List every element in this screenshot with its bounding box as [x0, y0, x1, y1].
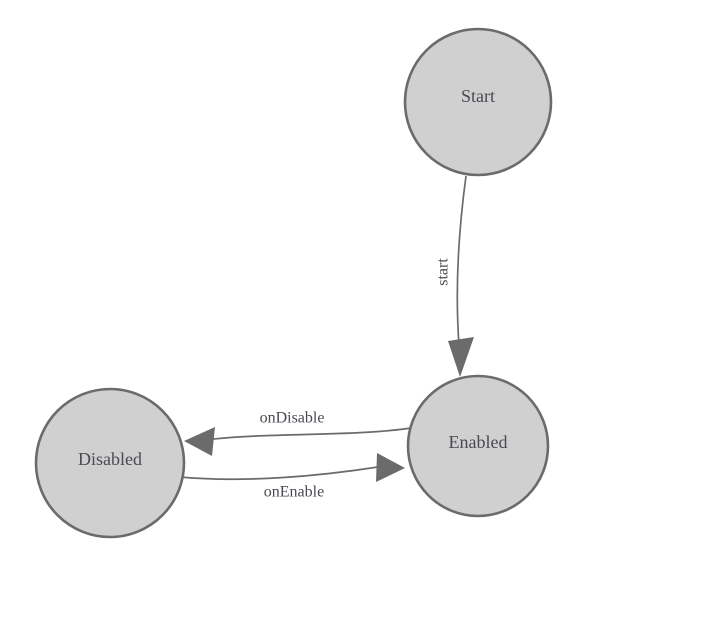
edge-disabled-to-enabled[interactable]: onEnable: [179, 453, 405, 501]
node-enabled-circle: [406, 374, 550, 518]
node-start[interactable]: Start: [403, 27, 553, 177]
node-enabled[interactable]: Enabled: [406, 374, 550, 518]
edge-label-onenable: onEnable: [264, 484, 324, 501]
arrowhead-into-disabled: [184, 427, 215, 456]
edge-enabled-to-disabled[interactable]: onDisable: [184, 410, 412, 456]
node-disabled[interactable]: Disabled: [34, 387, 186, 539]
edge-enabled-to-disabled-path: [204, 427, 412, 441]
arrowhead-into-enabled-top: [448, 337, 474, 377]
node-disabled-circle: [34, 387, 186, 539]
node-enabled-label: Enabled: [449, 432, 508, 452]
arrowhead-into-enabled-left: [376, 453, 405, 482]
edge-start-to-enabled-path: [456, 175, 467, 346]
edge-label-start: start: [435, 258, 452, 286]
edge-label-ondisable: onDisable: [260, 410, 325, 427]
node-start-label: Start: [461, 86, 495, 106]
edge-start-to-enabled[interactable]: start: [435, 175, 474, 377]
edge-disabled-to-enabled-path: [179, 466, 379, 481]
node-disabled-label: Disabled: [78, 449, 142, 469]
node-start-circle: [403, 27, 553, 177]
